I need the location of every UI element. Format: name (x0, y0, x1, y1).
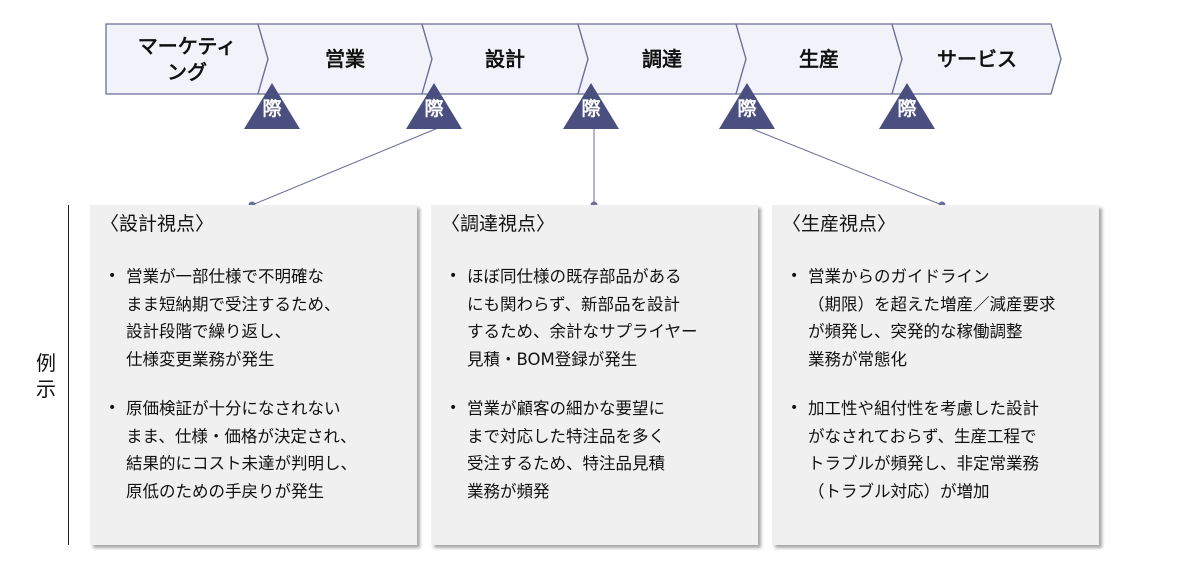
side-divider (68, 205, 69, 545)
bullet-list: 営業が一部仕様で不明確な まま短納期で受注するため、 設計段階で繰り返し、 仕様… (100, 263, 407, 505)
bullet-list: ほぼ同仕様の既存部品がある にも関わらず、新部品を設計 するため、余計なサプライ… (441, 263, 748, 505)
connector-line-production (749, 127, 943, 206)
card-title: 〈生産視点〉 (782, 213, 897, 235)
bullet-item: 原価検証が十分になされない まま、仕様・価格が決定され、 結果的にコスト未達が判… (100, 395, 407, 505)
interface-marker-label-2: 際 (424, 98, 444, 120)
bullet-item: 営業が一部仕様で不明確な まま短納期で受注するため、 設計段階で繰り返し、 仕様… (100, 263, 407, 373)
bullet-item: 加工性や組付性を考慮した設計 がなされておらず、生産工程で トラブルが頻発し、非… (782, 395, 1089, 505)
card-title: 〈設計視点〉 (100, 213, 215, 235)
card-title: 〈調達視点〉 (441, 213, 556, 235)
bullet-list: 営業からのガイドライン （期限）を超えた増産／減産要求 が頻発し、突発的な稼働調… (782, 263, 1089, 505)
stage-label-sales: 営業 (325, 47, 365, 71)
card-design-perspective: 〈設計視点〉 営業が一部仕様で不明確な まま短納期で受注するため、 設計段階で繰… (90, 205, 417, 545)
stage-label-service: サービス (937, 47, 1017, 71)
bullet-item: 営業が顧客の細かな要望に まで対応した特注品を多く 受注するため、特注品見積 業… (441, 395, 748, 505)
interface-marker-label-3: 際 (581, 98, 601, 120)
card-procurement-perspective: 〈調達視点〉 ほぼ同仕様の既存部品がある にも関わらず、新部品を設計 するため、… (431, 205, 758, 545)
card-production-perspective: 〈生産視点〉 営業からのガイドライン （期限）を超えた増産／減産要求 が頻発し、… (772, 205, 1099, 545)
interface-marker-label-1: 際 (262, 98, 282, 120)
interface-marker-label-4: 際 (737, 98, 757, 120)
stage-label-design: 設計 (485, 47, 525, 71)
bullet-item: 営業からのガイドライン （期限）を超えた増産／減産要求 が頻発し、突発的な稼働調… (782, 263, 1089, 373)
stage-label-procurement: 調達 (642, 47, 682, 71)
interface-marker-label-5: 際 (897, 98, 917, 120)
stage-label-marketing: マーケティング (137, 34, 237, 84)
side-label-example: 例示 (36, 351, 56, 401)
connector-line-design (251, 127, 439, 206)
bullet-item: ほぼ同仕様の既存部品がある にも関わらず、新部品を設計 するため、余計なサプライ… (441, 263, 748, 373)
stage-label-production: 生産 (799, 47, 839, 71)
